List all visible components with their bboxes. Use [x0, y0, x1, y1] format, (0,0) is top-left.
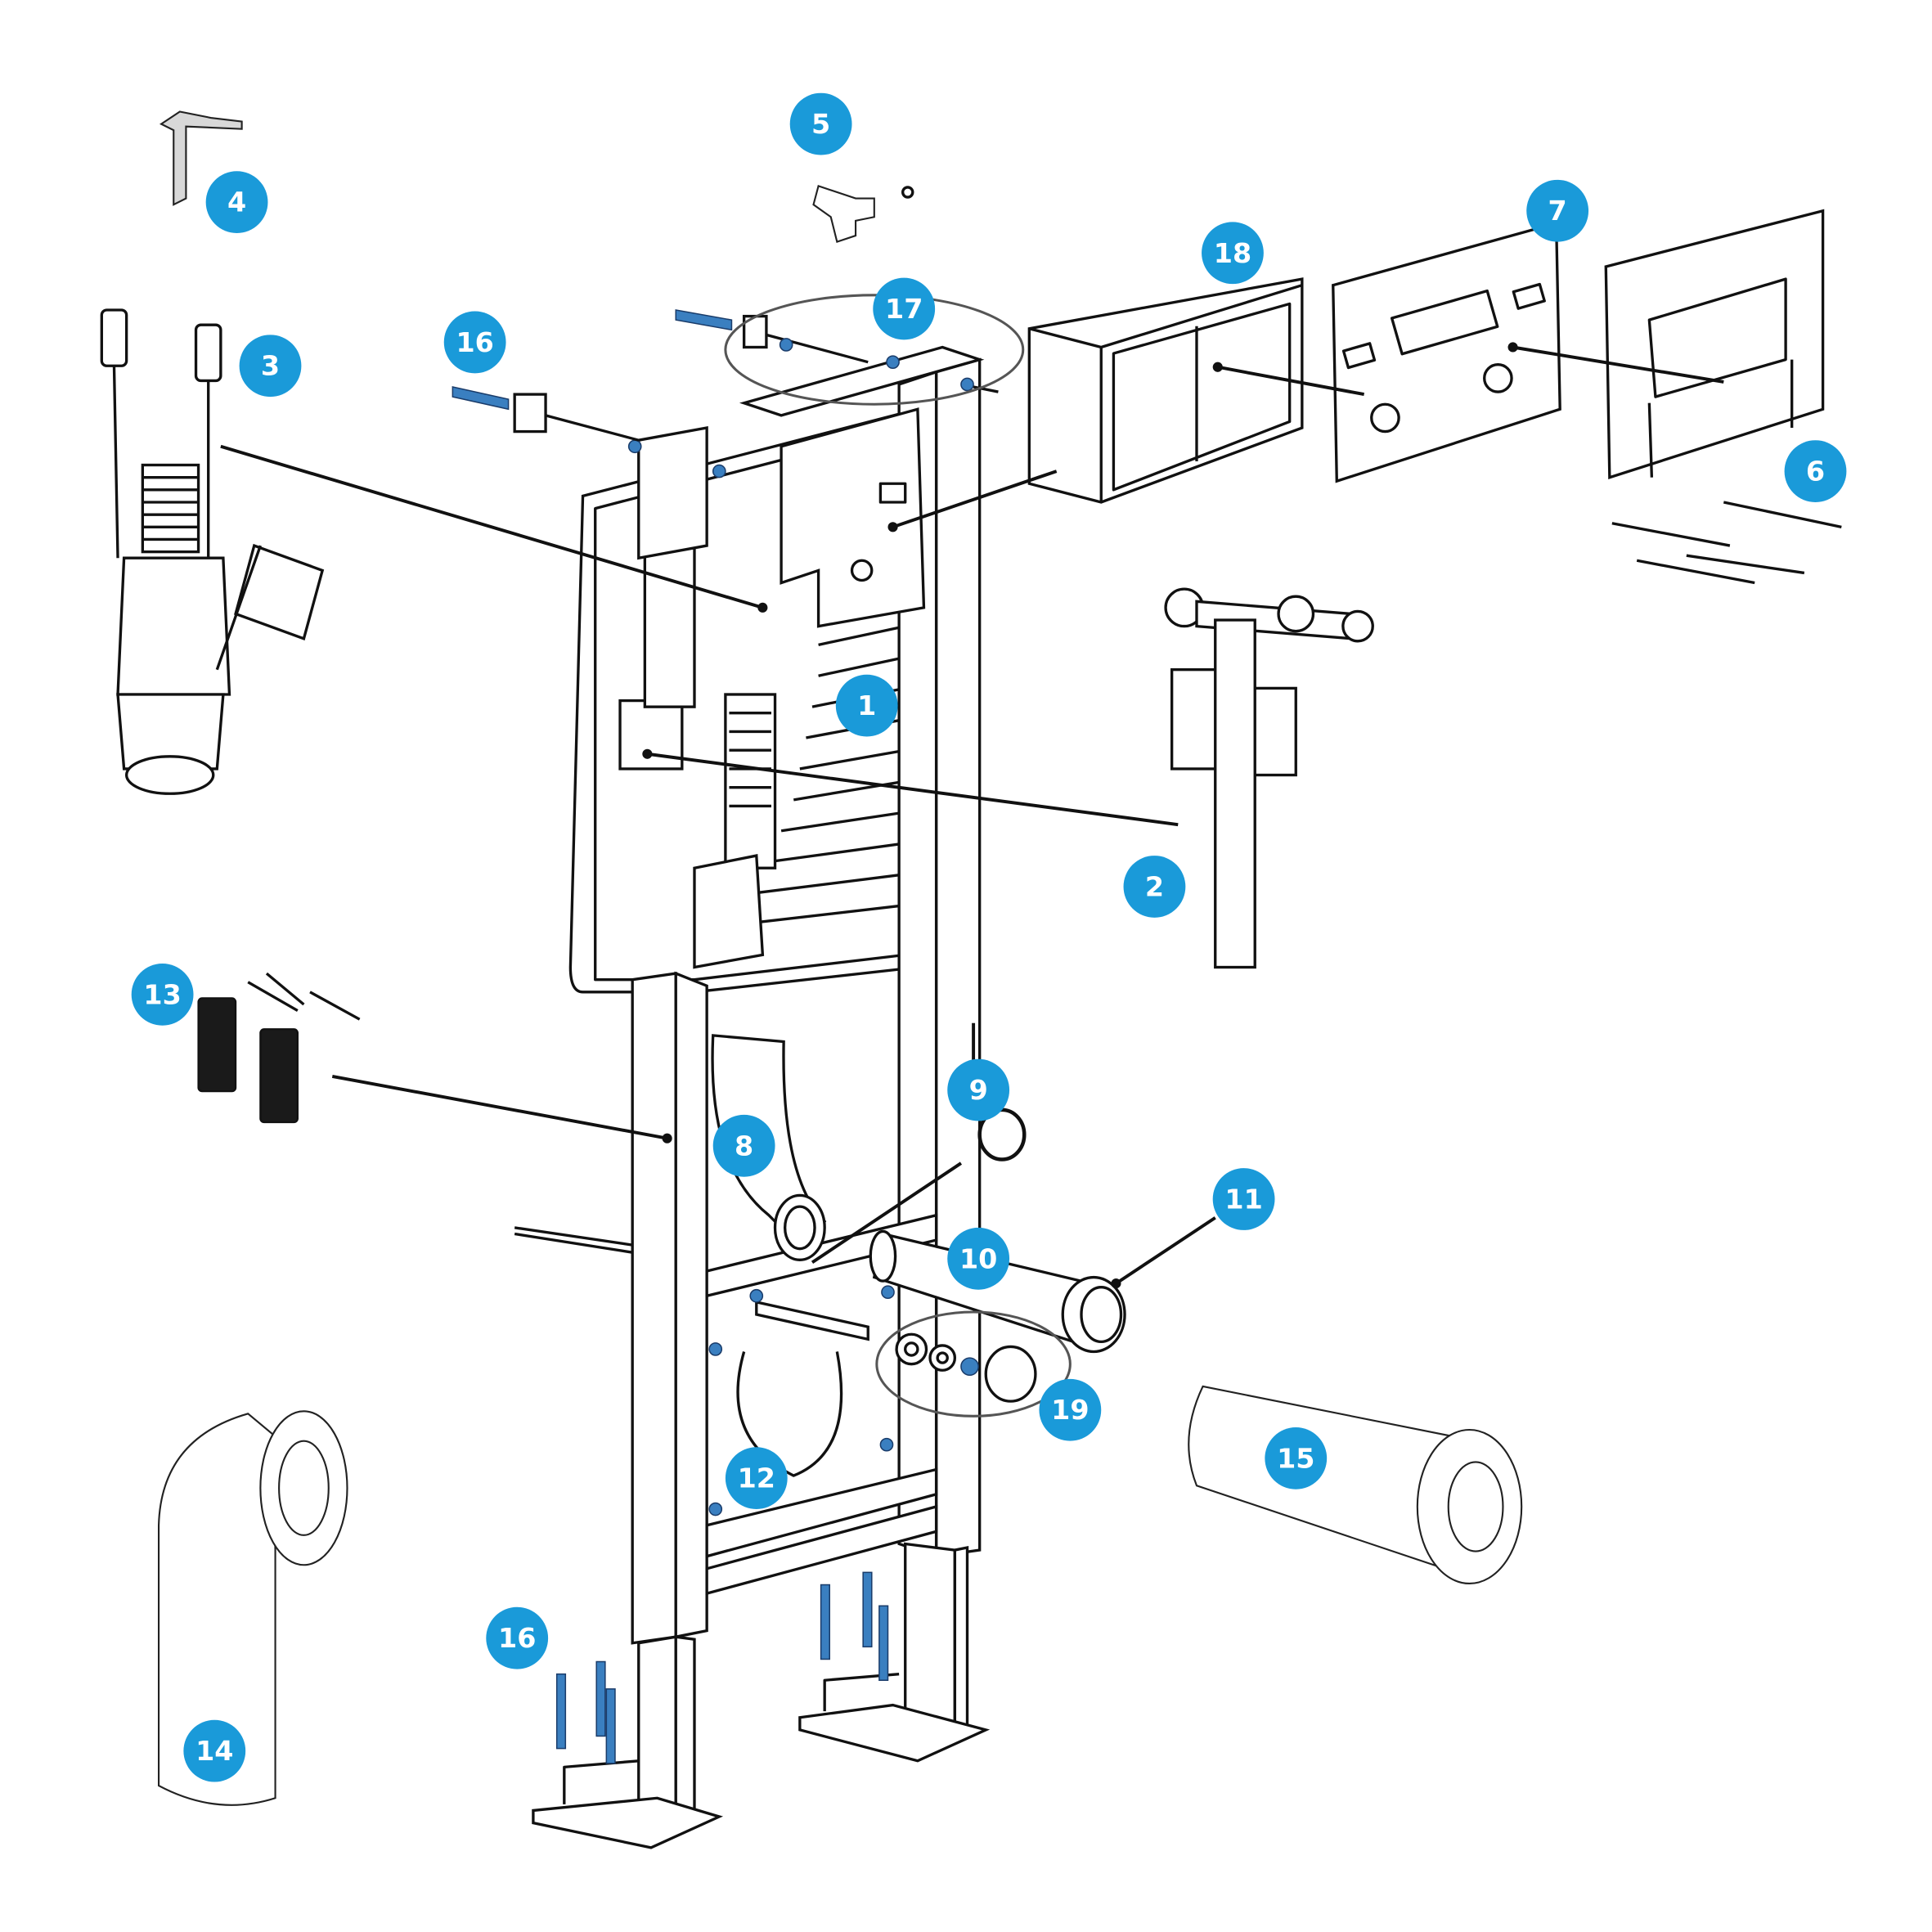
left-post: [631, 972, 677, 1645]
leader-lines: [220, 342, 1724, 1289]
part-19-highlight: [875, 1310, 1072, 1418]
badge-13-text: 13: [143, 978, 181, 1010]
part-3-flush-valve: [100, 308, 325, 795]
bracket-ring: [736, 1351, 843, 1477]
badge-15: 15: [1265, 1427, 1328, 1489]
badge-9: 9: [947, 1058, 1010, 1121]
badge-6-text: 6: [1806, 456, 1825, 487]
badge-12: 12: [725, 1447, 788, 1510]
badge-3-text: 3: [261, 350, 280, 382]
part-2-fill-valve: [1164, 587, 1374, 969]
part-labels: 1 2 3 4 5 6 7 8 9 10 11 12 13 14 15 16 1…: [131, 92, 1847, 1782]
badge-2-text: 2: [1145, 870, 1164, 902]
part-16-top-bolts: [452, 309, 999, 442]
right-foot: [798, 1703, 991, 1763]
badge-4: 4: [205, 171, 268, 234]
inner-overflow: [724, 693, 777, 869]
frame-assembly: [514, 345, 991, 1849]
part-13-sleeves: [197, 972, 361, 1124]
badge-7-text: 7: [1548, 195, 1567, 227]
badge-8: 8: [712, 1114, 775, 1177]
part-6-cover-plate: [1604, 209, 1842, 585]
badge-6: 6: [1784, 440, 1847, 502]
badge-5-text: 5: [811, 108, 830, 140]
badge-1: 1: [835, 674, 898, 737]
inner-plate: [780, 407, 926, 628]
left-foot: [532, 1796, 724, 1849]
badge-13: 13: [131, 963, 194, 1026]
badge-9-text: 9: [969, 1074, 988, 1106]
long-screws: [1611, 501, 1842, 585]
badge-18-text: 18: [1214, 237, 1251, 269]
badge-19: 19: [1039, 1378, 1102, 1441]
part-16-bottom-anchors: [555, 1571, 889, 1764]
part-18-box-frame: [1027, 277, 1304, 504]
badge-4-text: 4: [227, 186, 246, 218]
part-5-angle-valve: [812, 185, 914, 243]
badge-16-top: 16: [443, 311, 506, 374]
badge-17: 17: [873, 277, 936, 340]
badge-8-text: 8: [735, 1130, 753, 1161]
badge-18: 18: [1202, 222, 1264, 285]
part-15-connector: [1188, 1385, 1523, 1585]
badge-16-bottom: 16: [486, 1606, 549, 1669]
part-17-highlight: [724, 294, 1025, 406]
badge-17-text: 17: [885, 293, 923, 325]
badge-15-text: 15: [1277, 1442, 1314, 1474]
badge-2: 2: [1123, 856, 1186, 918]
badge-5: 5: [789, 92, 852, 155]
badge-14-text: 14: [195, 1735, 233, 1767]
badge-19-text: 19: [1051, 1394, 1089, 1426]
part-10-pipe: [869, 1229, 1126, 1354]
badge-3: 3: [239, 335, 302, 398]
right-post: [934, 357, 982, 1558]
badge-14: 14: [183, 1719, 246, 1782]
badge-11: 11: [1212, 1168, 1275, 1230]
badge-10: 10: [947, 1227, 1010, 1290]
badge-12-text: 12: [738, 1462, 775, 1494]
badge-10-text: 10: [959, 1242, 997, 1274]
part-7-mounting-plate: [1332, 221, 1561, 483]
badge-11-text: 11: [1224, 1184, 1262, 1215]
badge-1-text: 1: [857, 690, 876, 721]
frame-bolts: [627, 439, 895, 1516]
badge-16-bottom-text: 16: [498, 1622, 536, 1654]
part-4-clip: [159, 110, 243, 206]
badge-7: 7: [1526, 179, 1589, 242]
part-14-elbow: [157, 1410, 348, 1806]
badge-16-top-text: 16: [456, 326, 493, 358]
cross-bar-lower: [705, 1467, 938, 1558]
part-19-washers: [895, 1332, 1037, 1403]
